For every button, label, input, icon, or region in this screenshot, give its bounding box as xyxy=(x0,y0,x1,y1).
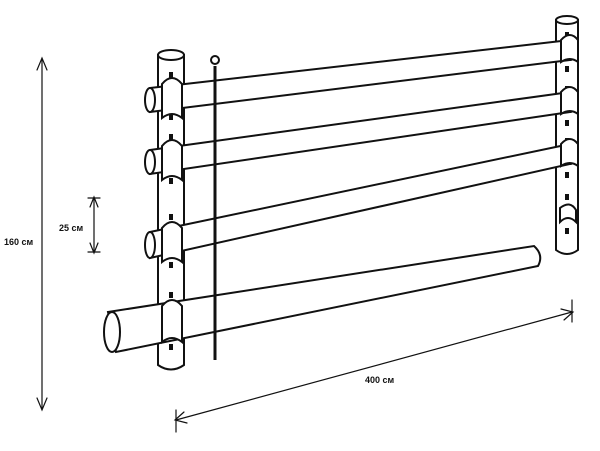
spacing-arrow-top xyxy=(89,195,99,208)
length-dimension: 400 см xyxy=(173,299,575,433)
length-label: 400 см xyxy=(365,375,395,385)
spacing-label: 25 см xyxy=(59,223,84,233)
height-arrow-bottom xyxy=(36,397,48,412)
height-label: 160 см xyxy=(4,237,34,247)
height-label-bg xyxy=(2,234,40,248)
length-arrow-right xyxy=(560,308,575,321)
left-post xyxy=(157,49,185,371)
length-dimension-line xyxy=(175,311,573,421)
left-post-straps xyxy=(161,72,183,350)
right-post-straps xyxy=(560,34,579,168)
length-arrow-left xyxy=(173,411,188,424)
height-arrow-top xyxy=(36,56,48,71)
spacing-arrow-bottom xyxy=(89,242,99,255)
right-post xyxy=(555,15,579,255)
spacing-dimension: 25 см xyxy=(59,195,101,255)
height-dimension: 160 см xyxy=(2,56,48,412)
